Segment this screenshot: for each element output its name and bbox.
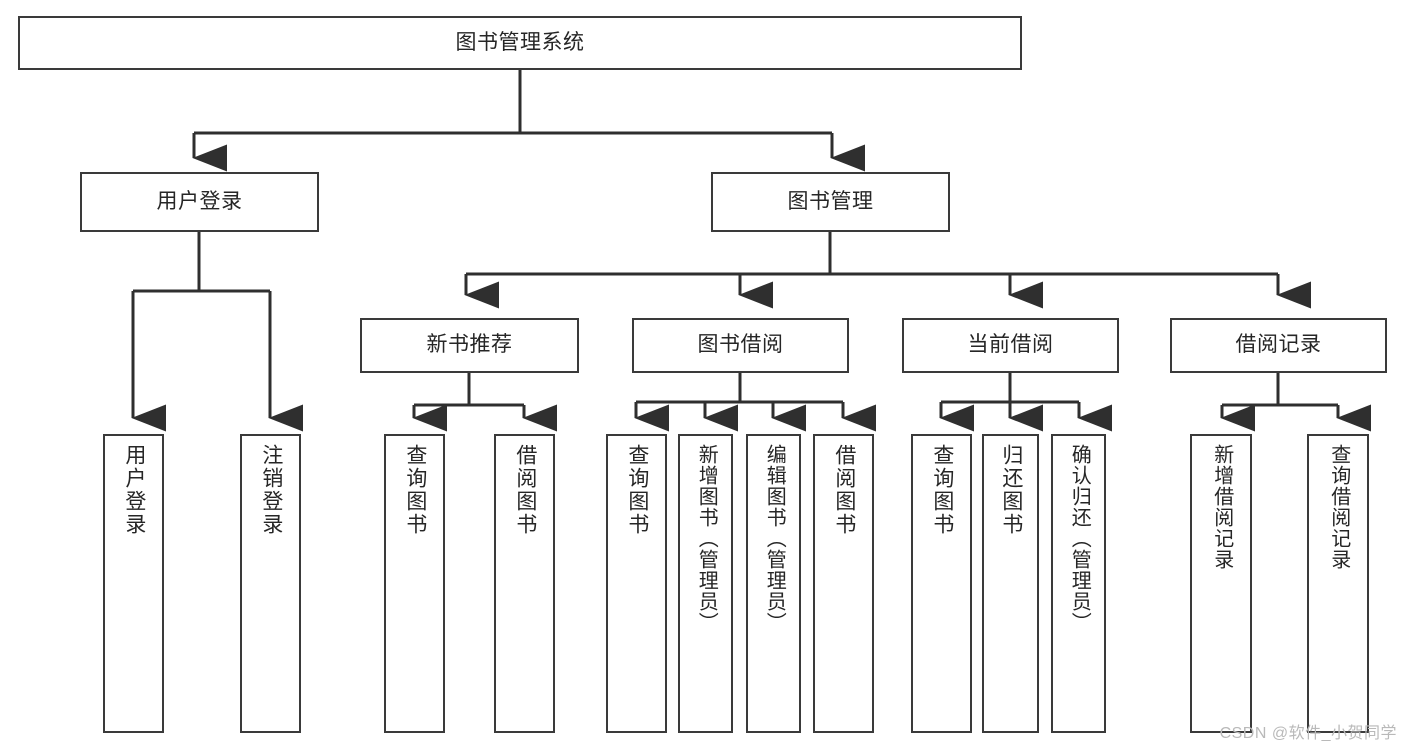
node-user-login[interactable]: 用户登录 xyxy=(80,172,319,232)
node-new-book-recommend[interactable]: 新书推荐 xyxy=(360,318,579,373)
node-book-borrow-label: 图书借阅 xyxy=(697,333,784,357)
leaf-book-borrow-query[interactable]: 查询图书 xyxy=(606,434,667,733)
leaf-borrow-record-add-label: 新增借阅记录 xyxy=(1210,444,1233,570)
leaf-user-login-logout-label: 注销登录 xyxy=(259,444,283,536)
node-borrow-record[interactable]: 借阅记录 xyxy=(1170,318,1387,373)
node-current-borrow-label: 当前借阅 xyxy=(967,333,1054,357)
leaf-current-borrow-return[interactable]: 归还图书 xyxy=(982,434,1039,733)
leaf-new-book-query-label: 查询图书 xyxy=(403,444,427,536)
leaf-current-borrow-query[interactable]: 查询图书 xyxy=(911,434,972,733)
leaf-book-borrow-edit[interactable]: 编辑图书（管理员） xyxy=(746,434,801,733)
leaf-user-login-login-label: 用户登录 xyxy=(122,444,146,536)
node-book-management-label: 图书管理 xyxy=(787,189,874,213)
leaf-user-login-logout[interactable]: 注销登录 xyxy=(240,434,301,733)
leaf-new-book-query[interactable]: 查询图书 xyxy=(384,434,445,733)
node-new-book-recommend-label: 新书推荐 xyxy=(426,333,513,357)
leaf-current-borrow-return-label: 归还图书 xyxy=(999,444,1023,536)
leaf-book-borrow-add[interactable]: 新增图书（管理员） xyxy=(678,434,733,733)
csdn-watermark: CSDN @软件_小贺同学 xyxy=(1219,725,1397,742)
node-current-borrow[interactable]: 当前借阅 xyxy=(902,318,1119,373)
leaf-current-borrow-confirm[interactable]: 确认归还（管理员） xyxy=(1051,434,1106,733)
node-root-label: 图书管理系统 xyxy=(455,30,585,54)
leaf-book-borrow-add-label: 新增图书（管理员） xyxy=(695,444,718,633)
leaf-user-login-login[interactable]: 用户登录 xyxy=(103,434,164,733)
node-book-management[interactable]: 图书管理 xyxy=(711,172,950,232)
leaf-book-borrow-edit-label: 编辑图书（管理员） xyxy=(763,444,786,633)
leaf-new-book-borrow[interactable]: 借阅图书 xyxy=(494,434,555,733)
leaf-borrow-record-query-label: 查询借阅记录 xyxy=(1327,444,1350,570)
leaf-current-borrow-query-label: 查询图书 xyxy=(930,444,954,536)
leaf-book-borrow-query-label: 查询图书 xyxy=(625,444,649,536)
leaf-book-borrow-borrow-label: 借阅图书 xyxy=(832,444,856,536)
leaf-current-borrow-confirm-label: 确认归还（管理员） xyxy=(1068,444,1091,633)
leaf-book-borrow-borrow[interactable]: 借阅图书 xyxy=(813,434,874,733)
leaf-borrow-record-add[interactable]: 新增借阅记录 xyxy=(1190,434,1252,733)
node-borrow-record-label: 借阅记录 xyxy=(1235,333,1322,357)
leaf-borrow-record-query[interactable]: 查询借阅记录 xyxy=(1307,434,1369,733)
node-user-login-label: 用户登录 xyxy=(156,189,243,213)
node-root[interactable]: 图书管理系统 xyxy=(18,16,1022,70)
node-book-borrow[interactable]: 图书借阅 xyxy=(632,318,849,373)
leaf-new-book-borrow-label: 借阅图书 xyxy=(513,444,537,536)
